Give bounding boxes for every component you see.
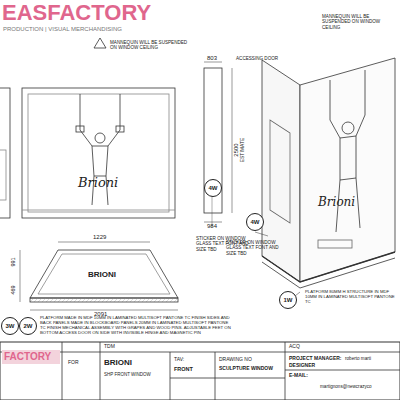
callout-circle: 4W — [246, 213, 264, 231]
callout-number: 3W — [6, 323, 15, 329]
callout-number: 1W — [284, 297, 293, 303]
title-cell: DRAWING NO — [219, 357, 252, 363]
note: STICKER ON WINDOW GLASS TEXT FONT AND SI… — [226, 240, 288, 256]
note: MANNEQUIN WILL BE SUSPENDED ON WINDOW CE… — [322, 14, 398, 30]
brand-logo: FACTORY — [4, 351, 51, 363]
note: MANNEQUIN WILL BE SUSPENDED ON WINDOW CE… — [110, 40, 190, 51]
callout-circle: 1W — [279, 291, 297, 309]
title-cell: roberto marti — [345, 356, 371, 361]
callout-number: 2W — [24, 323, 33, 329]
brand-name: BRIONI — [88, 270, 116, 279]
callout-number: 4W — [251, 219, 260, 225]
brand-subtitle: PRODUCTION | VISUAL MERCHANDISING — [3, 26, 122, 33]
callout-circle: 4W — [204, 179, 222, 197]
title-cell: FOR — [68, 360, 79, 366]
title-cell: SHP FRONT WINDOW — [104, 372, 151, 377]
title-cell: BRIONI — [104, 358, 132, 367]
dimension: 2500 — [233, 143, 240, 156]
dimension: 469 — [10, 285, 16, 294]
dimension: 803 — [207, 55, 217, 62]
brand-logo: EASFACTORY — [2, 0, 151, 25]
title-cell: TAV: — [174, 357, 184, 363]
brand-sign: Brioni — [318, 196, 355, 210]
title-cell: SCULPTURE WINDOW — [219, 366, 273, 372]
title-cell: FRONT — [174, 366, 193, 372]
title-cell: TDM — [104, 344, 115, 350]
spec-note: PLATFORM MADE IN MDF 10MM IN LAMINATED M… — [40, 316, 235, 336]
note: ACCESSING DOOR — [236, 56, 278, 61]
callout-circle: 2W — [19, 317, 37, 335]
title-cell: martignons@newcrazyco — [320, 384, 372, 389]
brand-sign: Brioni — [78, 176, 118, 191]
title-cell: ACQ — [289, 344, 300, 350]
dimension: 984 — [207, 223, 217, 230]
dimension: 1229 — [93, 234, 106, 241]
callout-circle: 3W — [1, 317, 19, 335]
title-cell: E-MAIL: — [289, 373, 308, 379]
callout-number: 4W — [209, 185, 218, 191]
title-cell: DESIGNER — [289, 363, 315, 369]
spec-note: PLATFORM 80MM H STRUCTURE IN MDF 10MM IN… — [305, 290, 395, 305]
dimension-note: ESTIMATE — [240, 138, 246, 163]
dimension: 991 — [10, 257, 16, 266]
title-cell: PROJECT MANAGER: — [289, 356, 342, 362]
